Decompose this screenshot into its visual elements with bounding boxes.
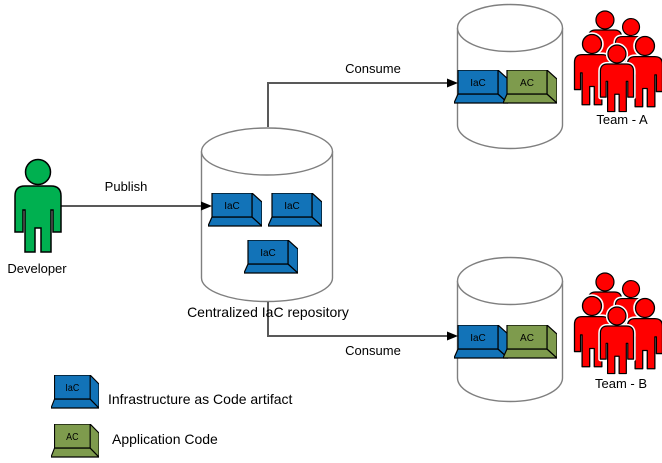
legend-iac-cube: IaC	[51, 375, 99, 409]
legend-iac-text: Infrastructure as Code artifact	[108, 391, 293, 407]
cube-label: IaC	[65, 383, 79, 395]
repo-iac-cube-3: IaC	[244, 240, 298, 274]
consume-bottom-label: Consume	[345, 343, 401, 358]
consume-top-label: Consume	[345, 61, 401, 76]
team-b-iac-cube: IaC	[454, 325, 508, 359]
developer-label: Developer	[7, 261, 67, 276]
central-repo-cylinder	[200, 127, 334, 303]
cube-label: AC	[520, 333, 534, 344]
team-b-label: Team - B	[594, 376, 647, 391]
cube-label: AC	[520, 78, 534, 89]
cube-label: IaC	[284, 201, 300, 212]
publish-label: Publish	[104, 179, 148, 194]
cube-label: IaC	[224, 201, 240, 212]
cube-label: AC	[66, 432, 79, 444]
cube-label: IaC	[260, 248, 276, 259]
legend-ac-text: Application Code	[112, 431, 218, 447]
team-a-iac-cube: IaC	[454, 70, 508, 104]
cube-label: IaC	[470, 333, 486, 344]
repo-iac-cube-2: IaC	[268, 193, 322, 227]
central-repo-label: Centralized IaC repository	[187, 304, 349, 320]
team-a-group-icon	[574, 10, 662, 112]
consume-top-arrow-line	[267, 82, 449, 127]
cube-label: IaC	[470, 78, 486, 89]
team-a-ac-cube: AC	[503, 70, 557, 104]
legend-ac-cube: AC	[51, 424, 99, 458]
team-b-ac-cube: AC	[503, 325, 557, 359]
repo-iac-cube-1: IaC	[208, 193, 262, 227]
team-b-group-icon	[574, 272, 662, 374]
developer-person-icon	[14, 158, 62, 253]
team-a-label: Team - A	[596, 112, 648, 127]
